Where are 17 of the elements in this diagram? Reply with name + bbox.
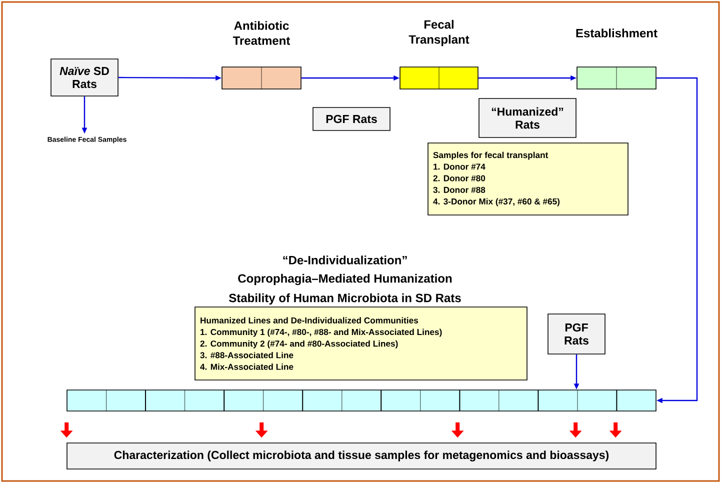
step-heading: Establishment bbox=[576, 28, 658, 38]
label-box: “Humanized” Rats bbox=[478, 98, 576, 138]
note-box: Humanized Lines and De-Individualized Communities 1. Community 1 (#74-, #80-, #88- and Mix-Associated Lines) 2. Community 2 (#74- and #80-Associated Lines) 3. #88-Associated Line 4. Mix-Associated Line bbox=[194, 306, 528, 380]
label-box: Naïve SD Rats bbox=[50, 58, 118, 96]
label-box: PGF Rats bbox=[312, 107, 390, 131]
label-box: Characterization (Collect microbiota and tissue samples for metagenomics and bioassays) bbox=[66, 442, 656, 470]
arrow bbox=[656, 77, 698, 404]
timeline-bar bbox=[66, 390, 656, 412]
heading-text: “De-Individualization” bbox=[283, 256, 407, 264]
timeline-bar bbox=[222, 66, 302, 90]
step-heading: Fecal Transplant bbox=[408, 20, 470, 46]
timeline-bar bbox=[576, 66, 656, 90]
step-heading: Antibiotic Treatment bbox=[232, 21, 290, 45]
label-box: PGF Rats bbox=[548, 314, 606, 354]
note-box: Samples for fecal transplant 1. Donor #74 2. Donor #80 3. Donor #88 4. 3-Donor Mix (#37, #60 & #65) bbox=[428, 142, 628, 216]
timeline-bar bbox=[400, 66, 478, 90]
heading-text: Coprophagia–Mediated Humanization bbox=[238, 274, 452, 286]
